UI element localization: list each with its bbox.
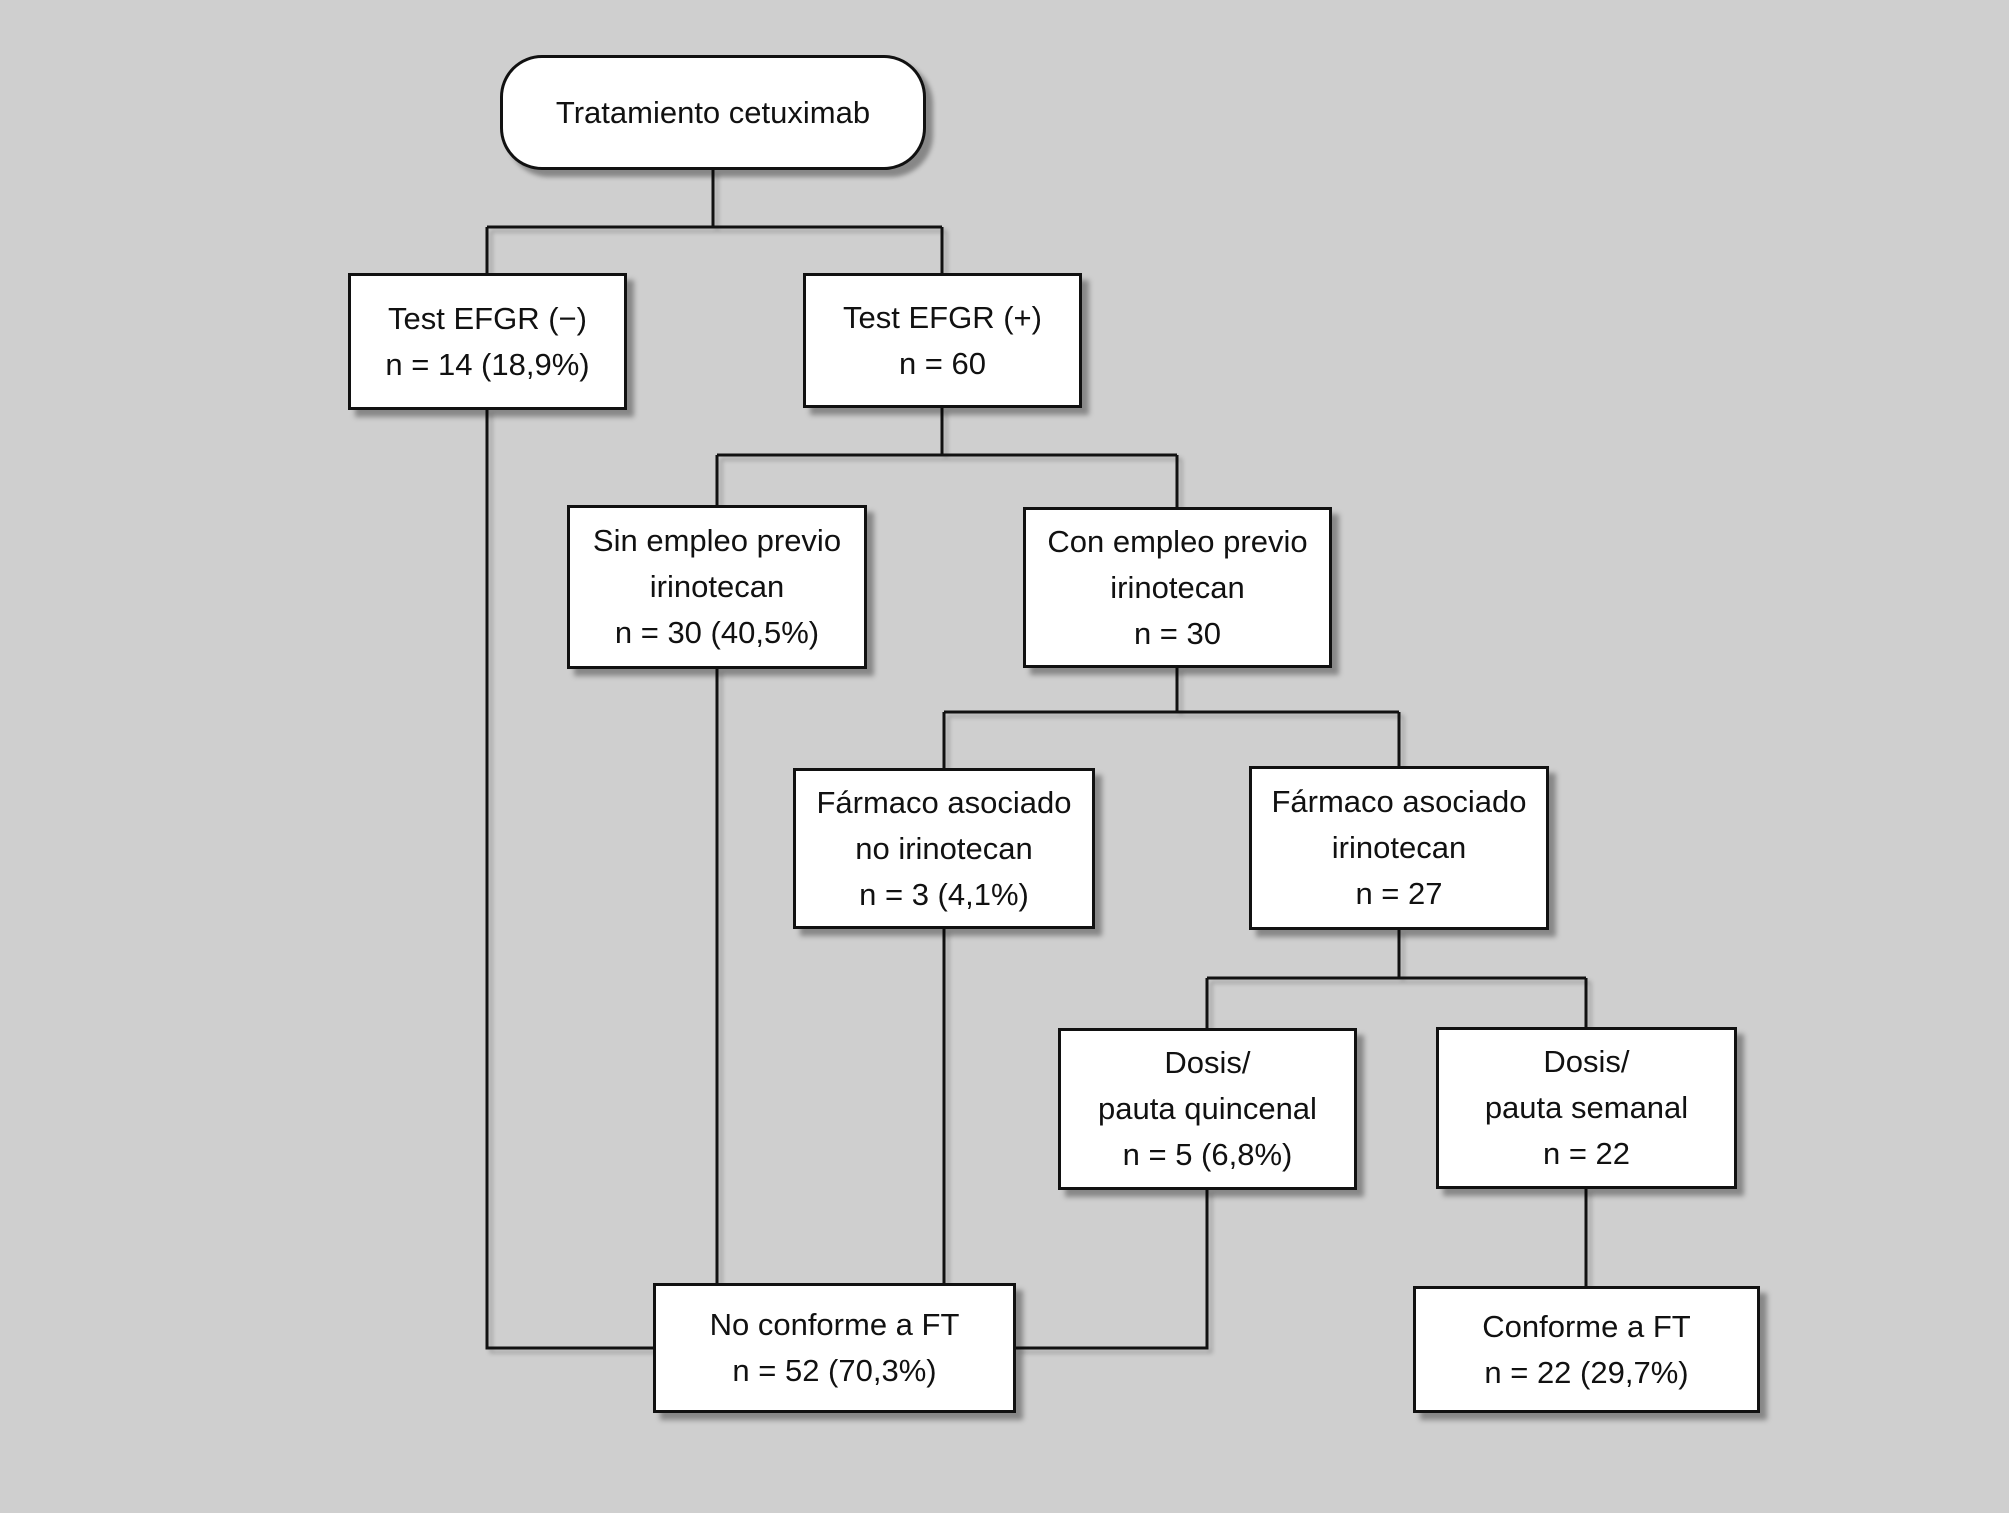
edge-con-empleo-to-farmaco-split	[942, 668, 1401, 768]
edge-efgr-pos-to-empleo-split	[715, 408, 1179, 507]
edge-quincenal-to-no-conforme	[1016, 1190, 1209, 1350]
node-label: Tratamiento cetuximab	[555, 94, 871, 130]
node-label: Fármaco asociado no irinotecan n = 3 (4,…	[816, 784, 1072, 912]
node-dosis-pauta-semanal: Dosis/ pauta semanal n = 22	[1436, 1027, 1737, 1189]
node-test-efgr-negative: Test EFGR (−) n = 14 (18,9%)	[348, 273, 627, 410]
node-label: Test EFGR (−) n = 14 (18,9%)	[385, 300, 590, 382]
node-label: Conforme a FT n = 22 (29,7%)	[1482, 1308, 1691, 1390]
node-sin-empleo-previo-irinotecan: Sin empleo previo irinotecan n = 30 (40,…	[567, 505, 867, 669]
node-label: Dosis/ pauta quincenal n = 5 (6,8%)	[1098, 1045, 1317, 1172]
node-no-conforme-a-ft: No conforme a FT n = 52 (70,3%)	[653, 1283, 1016, 1413]
node-label: Test EFGR (+) n = 60	[843, 299, 1042, 381]
node-dosis-pauta-quincenal: Dosis/ pauta quincenal n = 5 (6,8%)	[1058, 1028, 1357, 1190]
node-conforme-a-ft: Conforme a FT n = 22 (29,7%)	[1413, 1286, 1760, 1413]
node-tratamiento-cetuximab: Tratamiento cetuximab	[500, 55, 926, 170]
node-label: No conforme a FT n = 52 (70,3%)	[709, 1307, 960, 1388]
node-con-empleo-previo-irinotecan: Con empleo previo irinotecan n = 30	[1023, 507, 1332, 668]
node-test-efgr-positive: Test EFGR (+) n = 60	[803, 273, 1082, 408]
edge-efgr-neg-to-no-conforme	[485, 410, 653, 1350]
edge-farmaco-iri-to-dosis-split	[1205, 930, 1588, 1028]
node-farmaco-asociado-no-irinotecan: Fármaco asociado no irinotecan n = 3 (4,…	[793, 768, 1095, 929]
node-label: Sin empleo previo irinotecan n = 30 (40,…	[592, 523, 842, 650]
node-label: Dosis/ pauta semanal n = 22	[1484, 1044, 1689, 1171]
node-label: Fármaco asociado irinotecan n = 27	[1271, 784, 1527, 911]
node-label: Con empleo previo irinotecan n = 30	[1047, 523, 1308, 651]
node-farmaco-asociado-irinotecan: Fármaco asociado irinotecan n = 27	[1249, 766, 1549, 930]
edge-root-to-efgr-tests	[485, 170, 944, 273]
